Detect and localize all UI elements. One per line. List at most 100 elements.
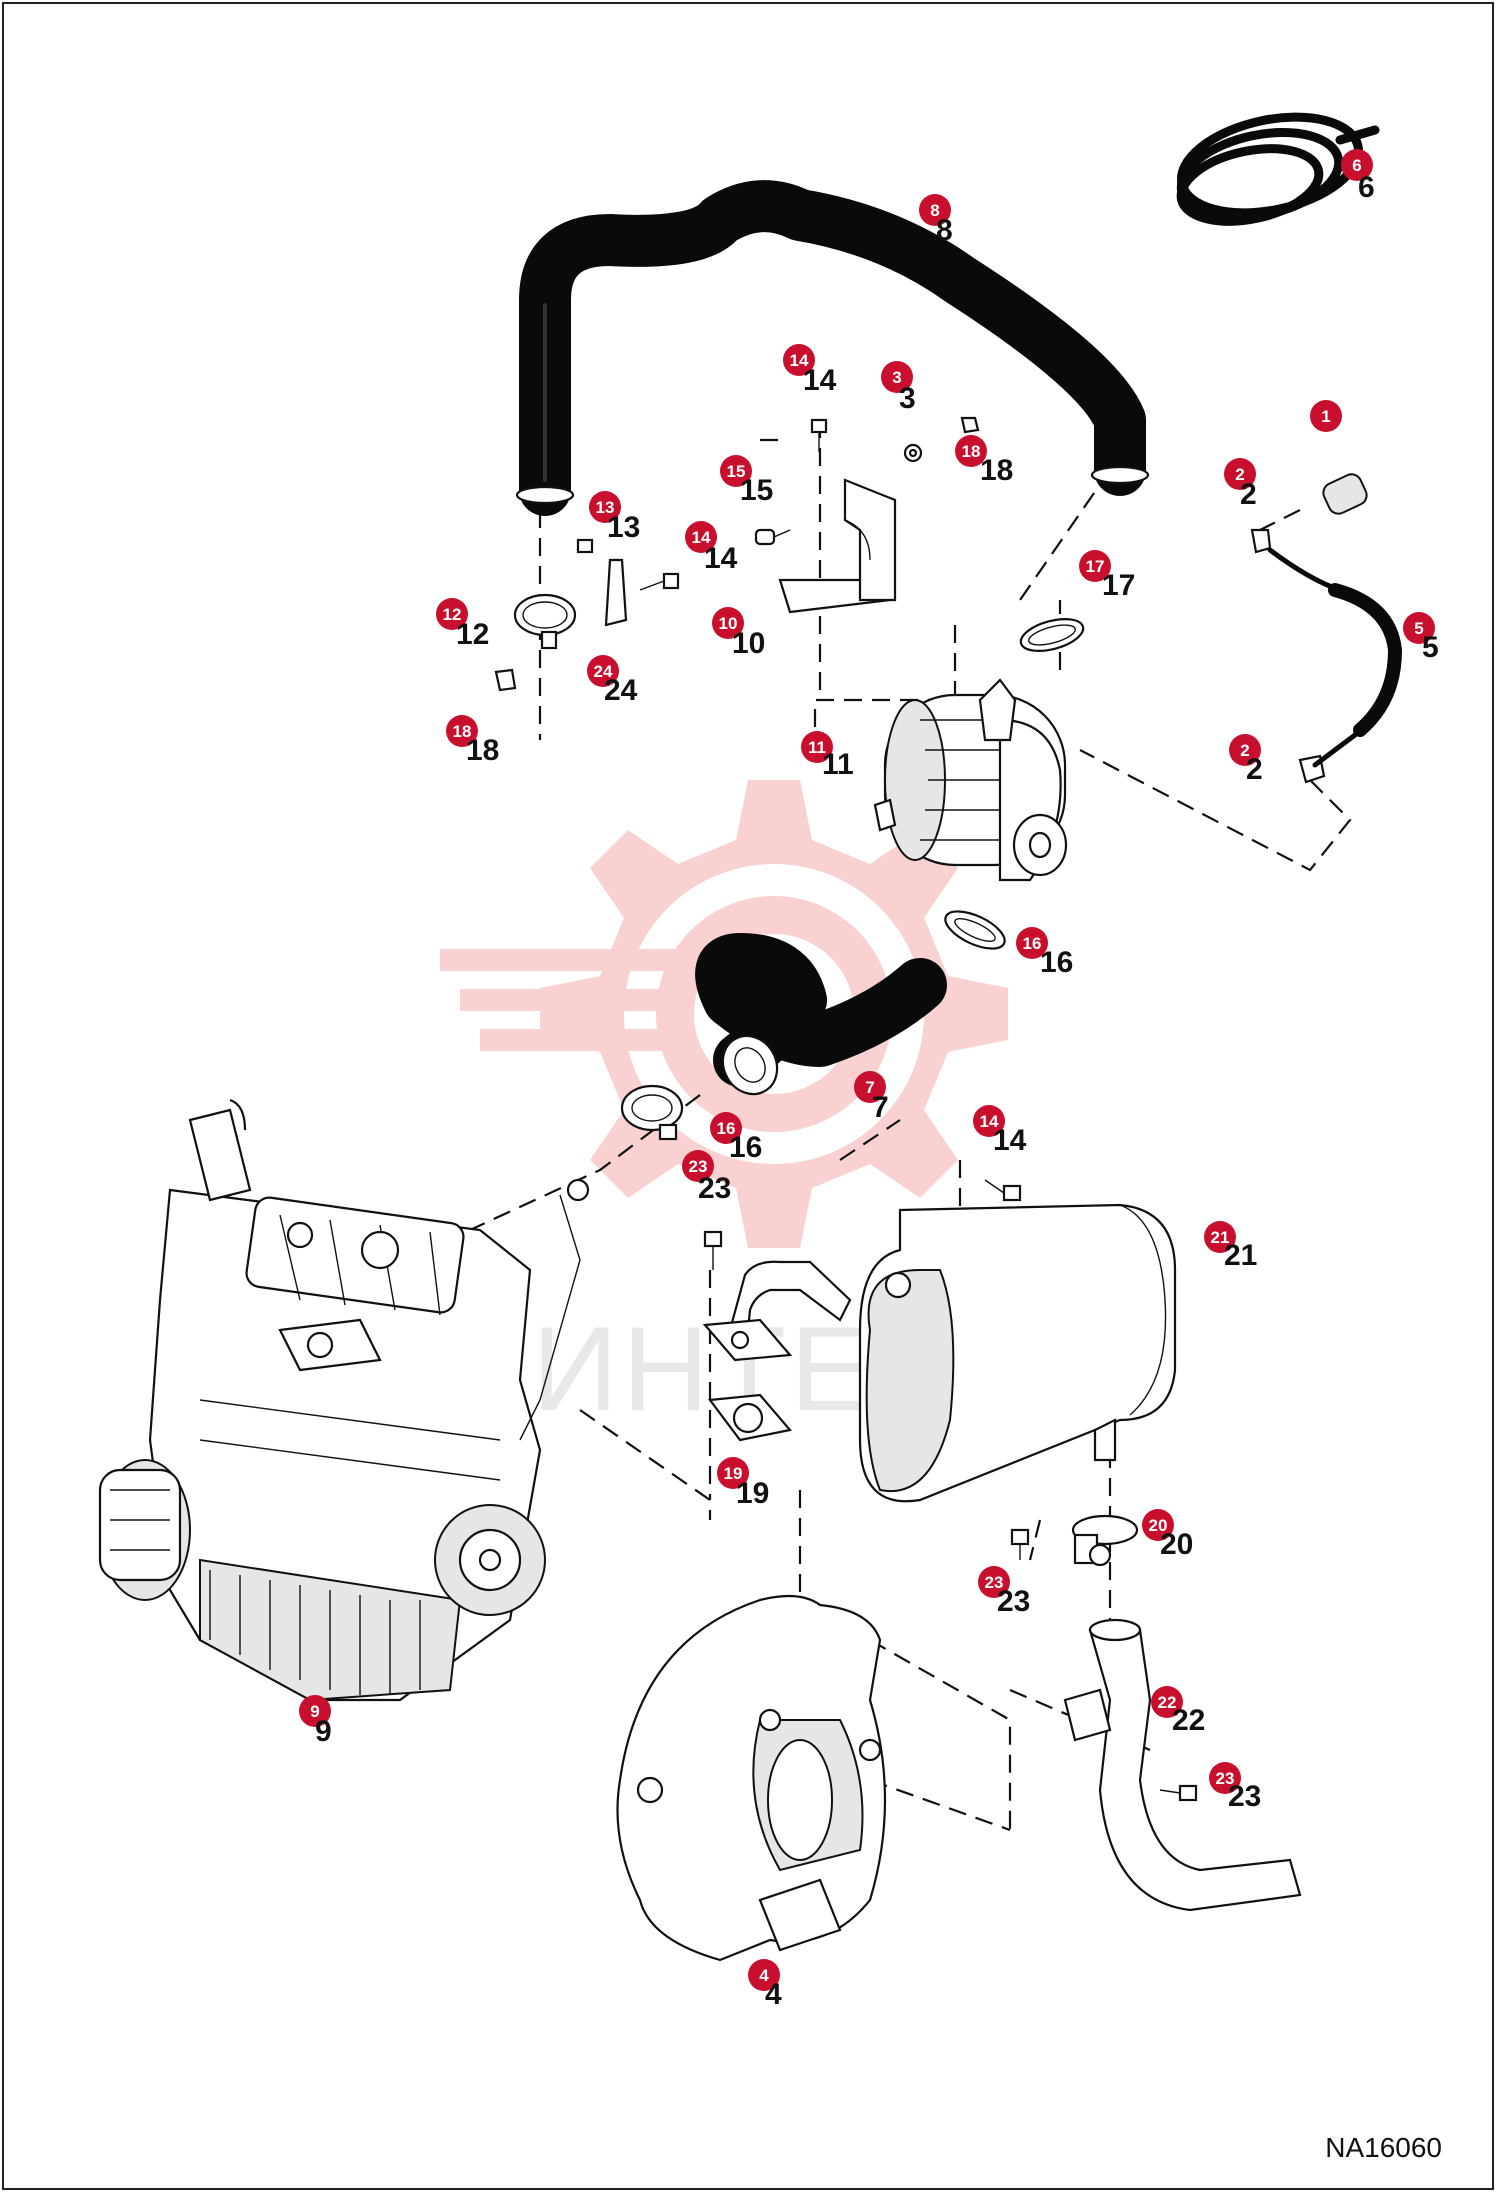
part-number-4: 4 bbox=[765, 1978, 782, 2011]
part-number-16-upper: 16 bbox=[1040, 946, 1073, 979]
clamp-part-17 bbox=[1019, 618, 1085, 652]
fitting-part-1 bbox=[1322, 473, 1368, 515]
callout-13[interactable]: 13 bbox=[589, 491, 621, 523]
hose-part-5 bbox=[1267, 547, 1402, 768]
svg-text:17: 17 bbox=[1086, 557, 1105, 576]
document-id: NA16060 bbox=[1325, 2132, 1442, 2163]
svg-text:23: 23 bbox=[985, 1573, 1004, 1592]
callout-14-mid[interactable]: 14 bbox=[685, 521, 717, 553]
svg-text:9: 9 bbox=[310, 1702, 319, 1721]
callout-2-lower[interactable]: 2 bbox=[1229, 734, 1261, 766]
svg-text:8: 8 bbox=[930, 201, 939, 220]
callout-19[interactable]: 19 bbox=[717, 1457, 749, 1489]
part-number-18-top: 18 bbox=[980, 454, 1013, 487]
svg-text:24: 24 bbox=[594, 662, 613, 681]
svg-text:19: 19 bbox=[724, 1464, 743, 1483]
part-number-21: 21 bbox=[1224, 1239, 1257, 1272]
elbow-part-2-upper bbox=[1250, 528, 1272, 554]
part-number-24: 24 bbox=[604, 674, 638, 707]
washer-part-3 bbox=[903, 443, 923, 463]
callout-17[interactable]: 17 bbox=[1079, 550, 1111, 582]
callout-3[interactable]: 3 bbox=[881, 361, 913, 393]
svg-text:12: 12 bbox=[443, 605, 462, 624]
bracket-part-10 bbox=[778, 478, 897, 614]
svg-text:16: 16 bbox=[717, 1119, 736, 1138]
svg-text:22: 22 bbox=[1158, 1693, 1177, 1712]
hose-part-7 bbox=[695, 933, 947, 1096]
coiled-hose-part-6 bbox=[1176, 112, 1380, 226]
part-number-17: 17 bbox=[1102, 569, 1135, 602]
callout-21[interactable]: 21 bbox=[1204, 1221, 1236, 1253]
part-number-14-mid: 14 bbox=[704, 542, 738, 575]
callout-23-right[interactable]: 23 bbox=[1209, 1762, 1241, 1794]
gasket-part-19 bbox=[707, 1393, 793, 1442]
bolt-part-23-right bbox=[1159, 1784, 1198, 1802]
part-number-15: 15 bbox=[740, 474, 773, 507]
callout-14-lower[interactable]: 14 bbox=[973, 1105, 1005, 1137]
svg-text:23: 23 bbox=[1216, 1769, 1235, 1788]
callout-24[interactable]: 24 bbox=[587, 655, 619, 687]
callout-18-left[interactable]: 18 bbox=[446, 715, 478, 747]
svg-text:16: 16 bbox=[1023, 934, 1042, 953]
part-number-6: 6 bbox=[1358, 171, 1375, 204]
callout-16-upper[interactable]: 16 bbox=[1016, 927, 1048, 959]
bolt-part-23-mid bbox=[1010, 1528, 1030, 1560]
air-cleaner-part-11 bbox=[873, 678, 1068, 882]
callout-6[interactable]: 6 bbox=[1341, 149, 1373, 181]
part-number-20: 20 bbox=[1160, 1528, 1193, 1561]
nut-part-18-top bbox=[960, 416, 980, 434]
svg-text:14: 14 bbox=[980, 1112, 999, 1131]
callout-8[interactable]: 8 bbox=[919, 194, 951, 226]
part-number-10: 10 bbox=[732, 627, 765, 660]
callout-23-mid[interactable]: 23 bbox=[978, 1566, 1010, 1598]
callout-10[interactable]: 10 bbox=[712, 607, 744, 639]
callout-5[interactable]: 5 bbox=[1403, 612, 1435, 644]
callout-1[interactable]: 1 bbox=[1310, 400, 1342, 432]
svg-text:14: 14 bbox=[692, 528, 711, 547]
svg-text:18: 18 bbox=[453, 722, 472, 741]
callout-14-top[interactable]: 14 bbox=[783, 344, 815, 376]
part-number-3: 3 bbox=[899, 382, 916, 415]
svg-text:18: 18 bbox=[962, 442, 981, 461]
part-number-9: 9 bbox=[315, 1715, 332, 1748]
bolt-part-14-top bbox=[810, 418, 828, 452]
clamp-part-12 bbox=[513, 593, 577, 650]
svg-text:4: 4 bbox=[759, 1966, 769, 1985]
part-number-18-left: 18 bbox=[466, 734, 499, 767]
hose-part-8 bbox=[519, 180, 1146, 516]
svg-text:23: 23 bbox=[689, 1157, 708, 1176]
callout-16-lower[interactable]: 16 bbox=[710, 1112, 742, 1144]
callout-20[interactable]: 20 bbox=[1142, 1509, 1174, 1541]
muffler-part-21 bbox=[728, 1203, 1177, 1503]
part-number-12: 12 bbox=[456, 618, 489, 651]
part-number-2-lower: 2 bbox=[1246, 753, 1263, 786]
bolt-part-15 bbox=[754, 528, 791, 546]
engine-part-9 bbox=[98, 1098, 590, 1702]
callout-7[interactable]: 7 bbox=[854, 1071, 886, 1103]
svg-text:7: 7 bbox=[865, 1078, 874, 1097]
bolt-part-23-top bbox=[703, 1230, 723, 1270]
housing-part-4 bbox=[616, 1594, 887, 1962]
hose-8-end-2 bbox=[1090, 465, 1150, 485]
callout-4[interactable]: 4 bbox=[748, 1959, 780, 1991]
part-number-14-top: 14 bbox=[803, 364, 837, 397]
callout-15[interactable]: 15 bbox=[720, 455, 752, 487]
bolt-part-13 bbox=[576, 538, 594, 554]
svg-text:14: 14 bbox=[790, 351, 809, 370]
callout-23-top[interactable]: 23 bbox=[682, 1150, 714, 1182]
callout-11[interactable]: 11 bbox=[801, 731, 833, 763]
callout-18-top[interactable]: 18 bbox=[955, 435, 987, 467]
tailpipe-part-22 bbox=[1063, 1618, 1302, 1912]
part-number-19: 19 bbox=[736, 1477, 769, 1510]
clip-part-24 bbox=[604, 558, 628, 627]
svg-text:10: 10 bbox=[719, 614, 738, 633]
part-number-8: 8 bbox=[936, 214, 953, 247]
callout-22[interactable]: 22 bbox=[1151, 1686, 1183, 1718]
callout-9[interactable]: 9 bbox=[299, 1695, 331, 1727]
hose-8-end bbox=[515, 485, 575, 505]
part-number-23-mid: 23 bbox=[997, 1585, 1030, 1618]
callout-2-upper[interactable]: 2 bbox=[1224, 458, 1256, 490]
callout-12[interactable]: 12 bbox=[436, 598, 468, 630]
